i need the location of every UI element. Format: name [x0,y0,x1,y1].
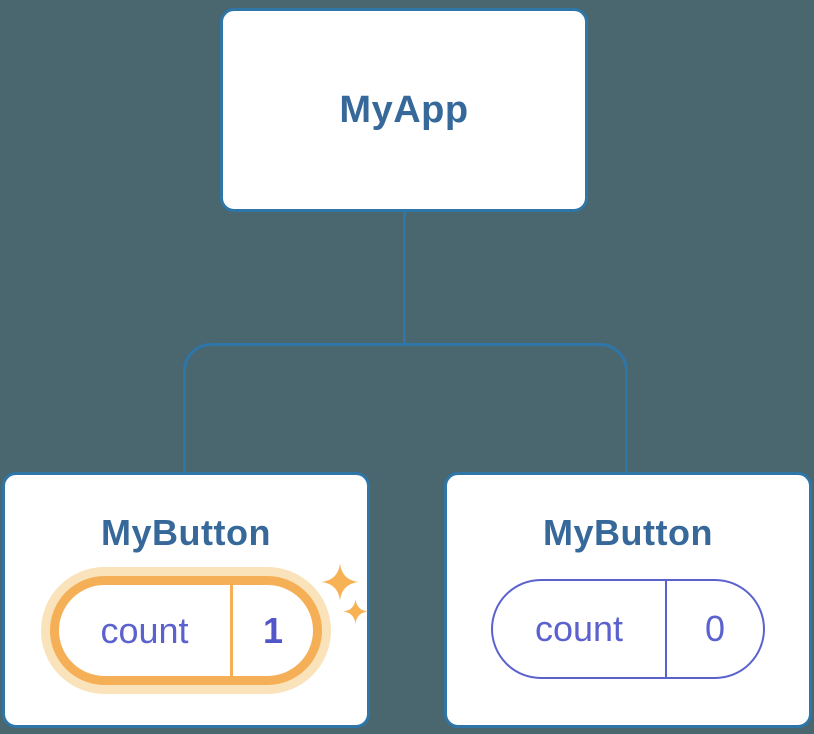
state-label: count [534,608,624,649]
node-myapp: MyApp [220,8,588,212]
pill-divider [230,585,233,676]
node-mybutton-left: MyButton count 1 [2,472,370,728]
node-mybutton-left-title: MyButton [101,512,271,553]
connector-bracket [183,343,628,473]
state-pill-plain: count 0 [491,579,765,679]
state-value: 0 [704,608,726,649]
state-value: 1 [262,609,284,651]
state-pill-highlighted: count 1 [50,576,322,685]
sparkle-small-icon [343,599,368,624]
node-myapp-title: MyApp [339,88,469,131]
node-mybutton-right-title: MyButton [543,512,713,553]
state-label: count [100,609,189,651]
sparkle-large-icon [321,563,359,601]
pill-divider [665,581,667,677]
connector-stem [403,211,406,345]
node-mybutton-right: MyButton count 0 [444,472,812,728]
